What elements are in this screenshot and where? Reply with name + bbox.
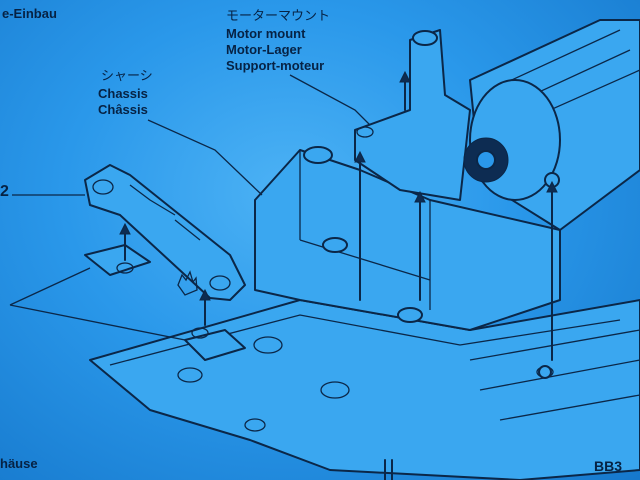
spacer-ring (191, 327, 209, 339)
housing-boss (397, 307, 423, 323)
housing-boss (303, 146, 333, 164)
spacer-ring (116, 262, 134, 274)
motor-mount-label-en: Motor mount (226, 26, 306, 41)
chassis-label-fr: Châssis (98, 102, 148, 117)
motor-mount-label-jp: モーターマウント (226, 8, 331, 23)
chassis-hole (253, 336, 283, 354)
screw-shaft (384, 459, 393, 480)
hand-icon (177, 270, 198, 296)
arrow-head (546, 180, 558, 193)
leader-line (147, 119, 263, 196)
motor-mount-label-de: Motor-Lager (226, 42, 302, 57)
arrow-head (414, 190, 426, 203)
part-number-label: 2 (0, 183, 9, 200)
spacer-plate (84, 244, 151, 276)
chassis-label-en: Chassis (98, 86, 148, 101)
arrow-head (354, 150, 366, 163)
screw-head (538, 365, 552, 379)
leader-line (9, 267, 186, 341)
pinion-gear-hub (476, 150, 496, 170)
mount-post (412, 30, 438, 46)
chassis-ribs (469, 329, 640, 421)
chassis-label-jp: シャーシ (101, 68, 153, 83)
mount-hole (356, 126, 374, 138)
arm-hole (209, 275, 231, 291)
arrow-head (119, 222, 131, 235)
leader-line (289, 74, 371, 126)
chassis-hole (177, 367, 203, 383)
arrow-head (199, 288, 211, 301)
chassis-hole (244, 418, 266, 432)
housing-boss (322, 237, 348, 253)
arm-hole (92, 179, 114, 195)
motor-mount (354, 29, 471, 201)
chassis-hole (320, 381, 350, 399)
top-left-label: e-Einbau (2, 6, 57, 21)
arm-slots (129, 184, 201, 241)
bottom-right-label: BB3 (594, 458, 623, 474)
motor-mount-label-fr: Support-moteur (226, 58, 325, 73)
bottom-left-label: häuse (0, 456, 38, 471)
arrow-head (399, 70, 411, 83)
chassis-arm (84, 164, 246, 301)
